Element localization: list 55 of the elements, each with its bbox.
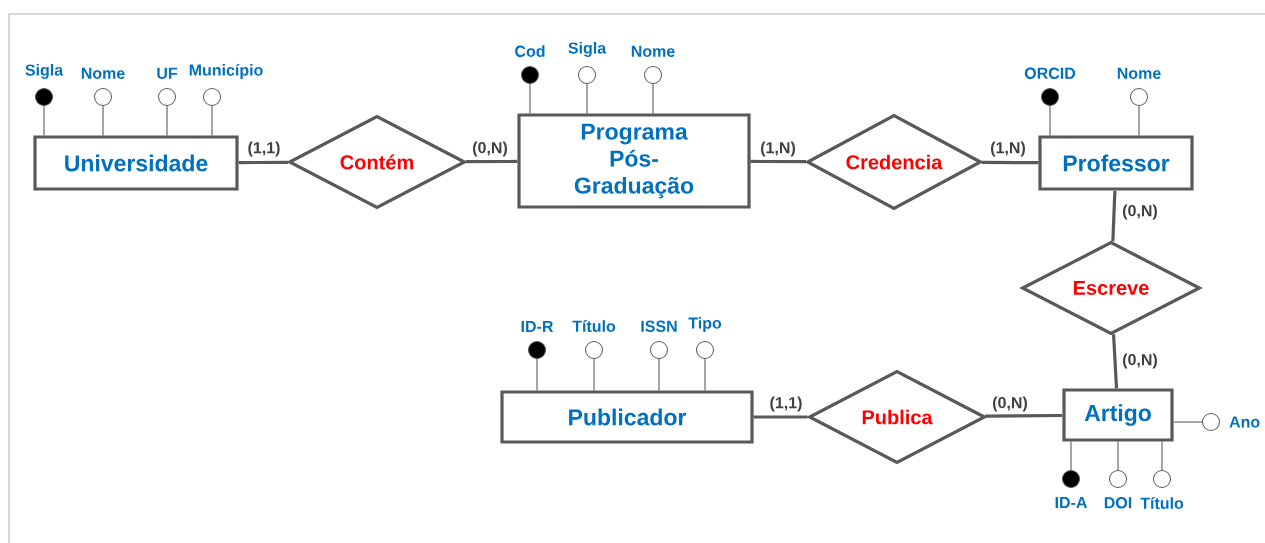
attribute-line [1049,105,1051,136]
node-label: DOI [1104,497,1132,509]
attribute-line [536,358,538,391]
entity-box: Universidade [33,135,239,191]
attribute-line [704,358,706,391]
cardinality-label: (1,1) [245,139,283,159]
node-label: Título [1140,497,1184,509]
attribute-line [43,105,45,136]
node-label: Município [189,63,263,79]
attribute-line [1070,441,1072,471]
cardinality-label: (0,N) [470,139,510,159]
node-label: ID-R [521,320,554,332]
relationship-line [753,415,808,419]
attribute-line [102,105,104,136]
entity-box: Artigo [1062,388,1174,442]
node-label: Título [572,320,616,332]
attribute-line [1161,441,1163,471]
node-label: Nome [1117,67,1161,79]
node-label: Sigla [25,63,64,79]
node-label: Nome [631,45,675,57]
attribute-line [593,358,595,391]
relationship-line [981,160,1039,165]
cardinality-label: (1,1) [767,394,805,414]
relationship-line [1111,190,1117,242]
relationship-line [1111,334,1119,389]
node-label: Nome [81,67,125,79]
cardinality-label: (0,N) [1120,351,1160,371]
node-label: ISSN [641,320,677,332]
cardinality-label: (1,N) [758,139,798,159]
attribute-line [1117,441,1119,471]
node-label: Ano [1229,416,1260,428]
attribute-line [658,358,660,391]
attribute-line [586,83,588,114]
node-label: Sigla [568,41,607,57]
entity-box: Publicador [500,390,754,444]
entity-box: Professor [1038,135,1194,191]
attribute-line [211,105,213,136]
node-label: UF [157,67,178,79]
attribute-line [652,83,654,114]
node-label: Tipo [688,317,722,332]
attribute-line [1138,105,1140,136]
node-label: Cod [515,45,545,57]
entity-box: Programa Pós-Graduação [517,113,751,209]
node-label: ID-A [1055,497,1088,509]
relationship-line [465,159,518,164]
cardinality-label: (1,N) [988,139,1028,159]
attribute-line [166,105,168,136]
attribute-line [529,83,531,114]
attribute-line [1173,421,1203,423]
relationship-line [985,413,1063,418]
node-label: ORCID [1024,67,1076,79]
relationship-line [750,159,806,164]
relationship-line [238,160,289,165]
cardinality-label: (0,N) [990,394,1030,414]
cardinality-label: (0,N) [1120,202,1160,222]
